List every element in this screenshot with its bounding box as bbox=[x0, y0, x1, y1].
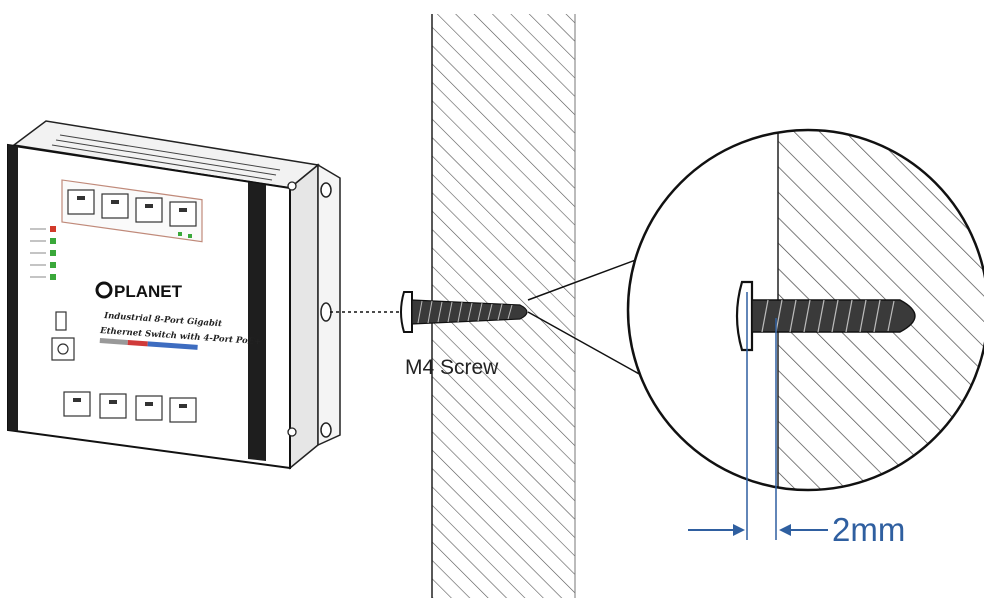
magnifier-callout bbox=[527, 128, 984, 492]
arrow-left-icon bbox=[779, 524, 791, 536]
top-ethernet-ports bbox=[61, 179, 203, 243]
gap-dimension: 2mm bbox=[688, 292, 905, 548]
bottom-ethernet-ports bbox=[63, 391, 197, 423]
bracket-keyhole bbox=[320, 302, 332, 322]
screw-icon bbox=[400, 291, 528, 333]
top-vents bbox=[51, 134, 281, 181]
port-leds bbox=[178, 232, 192, 238]
bracket-hole-bottom bbox=[320, 422, 332, 438]
svg-text:PLANET: PLANET bbox=[114, 282, 183, 301]
screw-label: M4 Screw bbox=[405, 356, 499, 379]
screw-head-icon bbox=[287, 181, 297, 191]
switch-device: PLANET Industrial 8-Port Gigabit Etherne… bbox=[7, 120, 341, 470]
bracket-hole-top bbox=[320, 182, 332, 198]
mounting-bracket bbox=[317, 163, 341, 447]
gap-label: 2mm bbox=[832, 511, 905, 548]
dip-switch bbox=[55, 311, 67, 331]
feature-label-bar bbox=[99, 338, 198, 350]
planet-logo: PLANET bbox=[95, 281, 183, 301]
console-port-socket bbox=[57, 343, 69, 355]
arrow-right-icon bbox=[733, 524, 745, 536]
magnified-screw-icon bbox=[735, 280, 916, 352]
status-leds bbox=[30, 226, 56, 280]
screw-head-icon bbox=[287, 427, 297, 437]
